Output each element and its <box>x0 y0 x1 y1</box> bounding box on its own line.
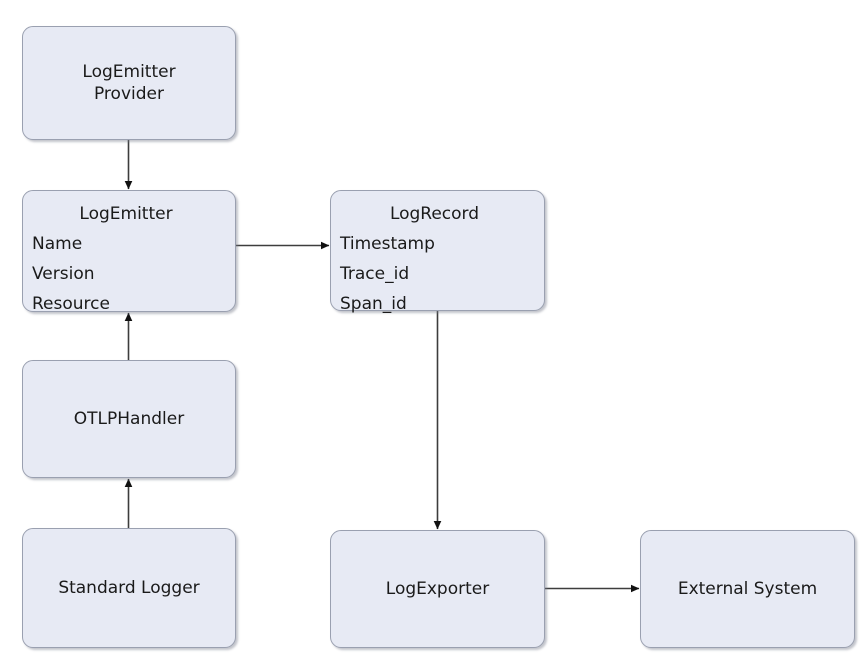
node-label: External System <box>677 579 818 599</box>
node-log-emitter[interactable]: LogEmitter Name Version Resource <box>22 190 236 314</box>
node-external-system[interactable]: External System <box>640 530 855 648</box>
node-label: OTLPHandler <box>73 409 185 429</box>
node-log-record[interactable]: LogRecord Timestamp Trace_id Span_id <box>330 190 545 314</box>
node-otlp-handler[interactable]: OTLPHandler <box>22 360 236 478</box>
node-field-name: Name <box>32 234 83 254</box>
node-label: LogExporter <box>385 579 490 599</box>
node-fields: Timestamp Trace_id Span_id <box>331 229 544 319</box>
node-log-emitter-provider[interactable]: LogEmitter Provider <box>22 26 236 140</box>
node-title: LogRecord <box>389 204 480 224</box>
node-title: LogEmitter <box>79 204 173 224</box>
node-log-exporter[interactable]: LogExporter <box>330 530 545 648</box>
node-field-span-id: Span_id <box>340 294 407 314</box>
node-label: Standard Logger <box>58 578 200 598</box>
node-fields: Name Version Resource <box>23 229 235 319</box>
node-field-timestamp: Timestamp <box>340 234 435 254</box>
node-field-trace-id: Trace_id <box>340 264 410 284</box>
node-field-resource: Resource <box>32 294 110 314</box>
node-label: LogEmitter Provider <box>82 62 176 104</box>
node-standard-logger[interactable]: Standard Logger <box>22 528 236 648</box>
node-field-version: Version <box>32 264 95 284</box>
